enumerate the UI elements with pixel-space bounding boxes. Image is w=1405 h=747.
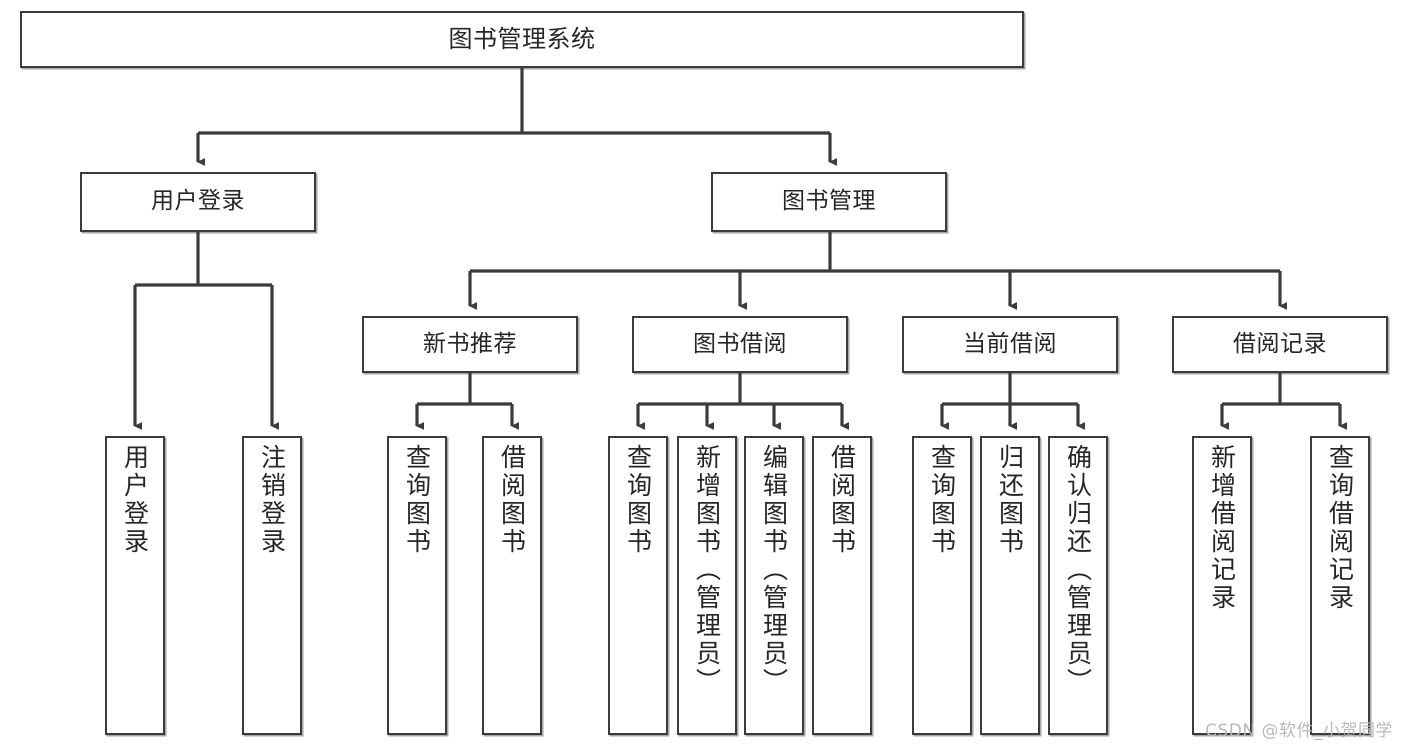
node-label: 当前借阅 <box>963 330 1057 357</box>
leaf-current-query-books[interactable]: 查询图书 <box>912 436 972 735</box>
leaf-record-add-borrow-record[interactable]: 新增借阅记录 <box>1192 436 1252 735</box>
node-label: 查询图书 <box>402 444 432 556</box>
node-book-management-system[interactable]: 图书管理系统 <box>20 11 1024 68</box>
leaf-borrow-add-book-admin[interactable]: 新增图书（管理员） <box>677 436 737 735</box>
leaf-recommend-borrow-books[interactable]: 借阅图书 <box>482 436 542 735</box>
node-label: 注销登录 <box>257 444 287 556</box>
node-label: 图书借阅 <box>693 330 787 357</box>
node-label: 图书管理系统 <box>448 25 596 54</box>
node-book-borrow[interactable]: 图书借阅 <box>632 316 848 373</box>
node-label: 图书管理 <box>782 188 876 215</box>
csdn-watermark: CSDN @软件_小贺同学 <box>1205 721 1393 741</box>
leaf-logout[interactable]: 注销登录 <box>242 436 302 735</box>
leaf-borrow-borrow-books[interactable]: 借阅图书 <box>812 436 872 735</box>
node-label: 查询图书 <box>623 444 653 556</box>
node-label: 查询图书 <box>927 444 957 556</box>
node-label: 借阅图书 <box>497 444 527 556</box>
node-new-book-recommend[interactable]: 新书推荐 <box>362 316 578 373</box>
leaf-current-return-books[interactable]: 归还图书 <box>980 436 1040 735</box>
leaf-borrow-query-books[interactable]: 查询图书 <box>608 436 668 735</box>
node-borrow-record[interactable]: 借阅记录 <box>1172 316 1388 373</box>
node-book-management[interactable]: 图书管理 <box>711 172 947 232</box>
node-label: 归还图书 <box>995 444 1025 556</box>
node-label: 编辑图书（管理员） <box>759 444 789 696</box>
node-label: 查询借阅记录 <box>1325 444 1355 612</box>
leaf-current-confirm-return-admin[interactable]: 确认归还（管理员） <box>1048 436 1108 735</box>
node-label: 借阅图书 <box>827 444 857 556</box>
leaf-borrow-edit-book-admin[interactable]: 编辑图书（管理员） <box>744 436 804 735</box>
node-label: 借阅记录 <box>1233 330 1327 357</box>
node-label: 用户登录 <box>151 188 245 215</box>
node-user-login[interactable]: 用户登录 <box>80 172 316 232</box>
node-label: 用户登录 <box>120 444 150 556</box>
node-label: 新增图书（管理员） <box>692 444 722 696</box>
leaf-recommend-query-books[interactable]: 查询图书 <box>387 436 447 735</box>
leaf-user-login[interactable]: 用户登录 <box>105 436 165 735</box>
node-label: 确认归还（管理员） <box>1063 444 1093 696</box>
node-label: 新书推荐 <box>423 330 517 357</box>
node-label: 新增借阅记录 <box>1207 444 1237 612</box>
node-current-borrow[interactable]: 当前借阅 <box>902 316 1118 373</box>
leaf-record-query-borrow-record[interactable]: 查询借阅记录 <box>1310 436 1370 735</box>
